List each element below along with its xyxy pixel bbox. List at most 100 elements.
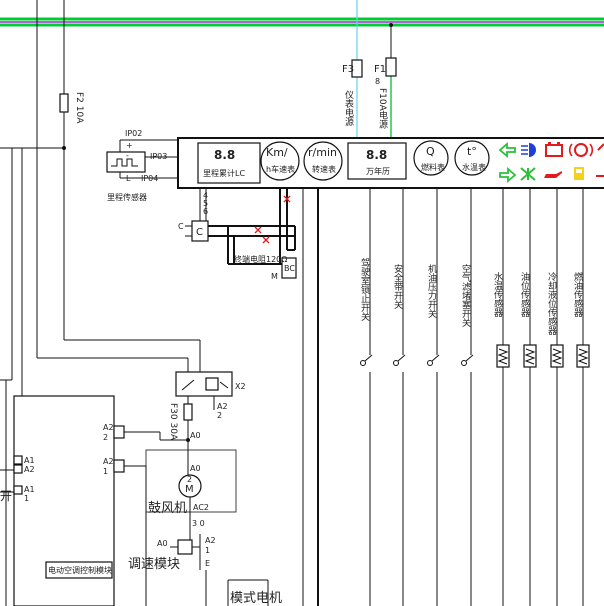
module-pin — [13, 455, 23, 465]
fuel-icon — [574, 167, 584, 180]
relay-diode — [219, 381, 229, 389]
can-connector-label: C — [196, 227, 203, 238]
sensor-symbol — [576, 344, 590, 368]
speed-a2: A2 — [205, 536, 216, 545]
calendar-digits: 8.8 — [366, 148, 387, 162]
speedometer-top: Km/ — [266, 146, 288, 159]
fuse-f1-label: F1 — [374, 64, 386, 75]
speed-e: E — [205, 559, 210, 568]
module-a2b: A2 — [103, 457, 114, 466]
fuse-f3-caption: 仪表电源 — [343, 90, 354, 127]
fuse-f2-label: F2 10A — [74, 92, 84, 124]
tachometer-bottom: 转速表 — [312, 164, 336, 174]
switch-symbol — [360, 354, 373, 366]
sensor-l: L — [126, 174, 131, 183]
fuse-f1-caption: F10A电源 — [377, 88, 388, 130]
switch-label: 安全带开关 — [392, 263, 403, 310]
mode-motor-label: 模式电机 — [230, 591, 282, 606]
switch-label: 驾驶室锁止开关 — [359, 258, 370, 322]
fog-light-icon — [520, 167, 536, 181]
break-marker — [254, 195, 291, 244]
relay-x2: X2 — [235, 382, 246, 391]
module-pin — [13, 485, 23, 495]
sensor-minus: - — [126, 151, 129, 160]
fuel-gauge-top: Q — [426, 145, 435, 158]
odometer-digits: 8.8 — [214, 148, 235, 162]
can-pin: 5 — [203, 199, 208, 208]
pulse-icon — [111, 158, 138, 167]
junction-dot — [389, 23, 393, 27]
odometer-display: 8.8 里程累计LC — [197, 142, 261, 184]
relay-coil — [205, 377, 219, 391]
speed-module — [177, 539, 193, 555]
tachometer-top: r/min — [308, 146, 337, 159]
module-a2b-num: 1 — [103, 467, 108, 476]
blower-motor-m: M — [185, 484, 194, 495]
terminator-connector — [281, 257, 297, 279]
relay-a0: A0 — [190, 431, 201, 440]
sensor-label: 冷却液位传感器 — [546, 271, 557, 335]
sensor-label: 油位传感器 — [519, 271, 530, 317]
module-label-box — [45, 561, 113, 579]
terminator-label: 终端电阻120Ω — [234, 254, 287, 264]
terminator-connector-label: BC — [284, 264, 295, 273]
fuse-f3-label: F3 — [342, 64, 354, 75]
fuel-gauge: Q 燃料表 — [413, 140, 449, 176]
fuse-f2 — [59, 93, 69, 113]
blower-a0: A0 — [190, 464, 201, 473]
module-kai: 开 — [0, 489, 12, 503]
relay-a2: A2 — [217, 402, 228, 411]
arrow-left-icon — [498, 142, 516, 158]
speedometer-gauge: Km/ h车速表 — [260, 141, 300, 181]
sensor-symbol — [523, 344, 537, 368]
sensor-ip04: IP04 — [141, 174, 158, 183]
fuel-gauge-bottom: 燃料表 — [421, 162, 445, 172]
fuse-f1-number: 8 — [375, 77, 380, 86]
module-a2c: A2 — [24, 465, 35, 474]
sensor-label: 燃油传感器 — [572, 271, 583, 317]
sensor-label: 水温传感器 — [492, 271, 503, 317]
odometer-label: 里程累计LC — [203, 168, 245, 178]
fuse-f30-label: F30 30A — [168, 403, 178, 441]
speed-sensor — [106, 151, 146, 173]
sensor-symbol — [496, 344, 510, 368]
module-label: 电动空调控制模块 — [48, 565, 112, 575]
battery-icon — [545, 142, 563, 157]
blower-relay — [175, 371, 233, 397]
module-pin — [113, 459, 125, 473]
fuse-f3 — [351, 59, 363, 78]
module-a1: A1 — [24, 456, 35, 465]
temperature-top: t° — [467, 145, 477, 158]
blower-motor-num: 2 — [187, 475, 192, 484]
junction-dot — [62, 146, 66, 150]
module-a2-num: 2 — [103, 433, 108, 442]
fuse-f1 — [385, 57, 397, 77]
speedometer-bottom: h车速表 — [266, 164, 295, 174]
switch-symbol — [427, 354, 440, 366]
temperature-bottom: 水温表 — [462, 162, 486, 172]
module-a1b: A1 — [24, 485, 35, 494]
module-pin — [113, 425, 125, 439]
module-pin — [13, 464, 23, 474]
tachometer-gauge: r/min 转速表 — [303, 141, 343, 181]
switch-symbol — [461, 354, 474, 366]
speed-module-label: 调速模块 — [128, 557, 180, 572]
calendar-display: 8.8 万年历 — [347, 142, 407, 180]
calendar-label: 万年历 — [366, 166, 390, 176]
sensor-ip03: IP03 — [150, 152, 167, 161]
speed-a0: A0 — [157, 539, 168, 548]
can-m-label: M — [271, 272, 278, 281]
module-a1b-num: 1 — [24, 494, 29, 503]
can-c-label: C — [178, 222, 184, 231]
speed-a2-num: 1 — [205, 546, 210, 555]
fuse-f30 — [183, 403, 193, 421]
switch-label: 空气滤堵塞开关 — [460, 263, 471, 328]
oil-can-icon — [544, 171, 562, 178]
relay-a2-num: 2 — [217, 411, 222, 420]
switch-symbol — [393, 354, 406, 366]
arrow-right-icon — [499, 167, 517, 183]
module-a2: A2 — [103, 423, 114, 432]
can-pin: 6 — [203, 207, 208, 216]
relay-switch — [181, 379, 195, 391]
can-pin: 4 — [203, 191, 208, 200]
